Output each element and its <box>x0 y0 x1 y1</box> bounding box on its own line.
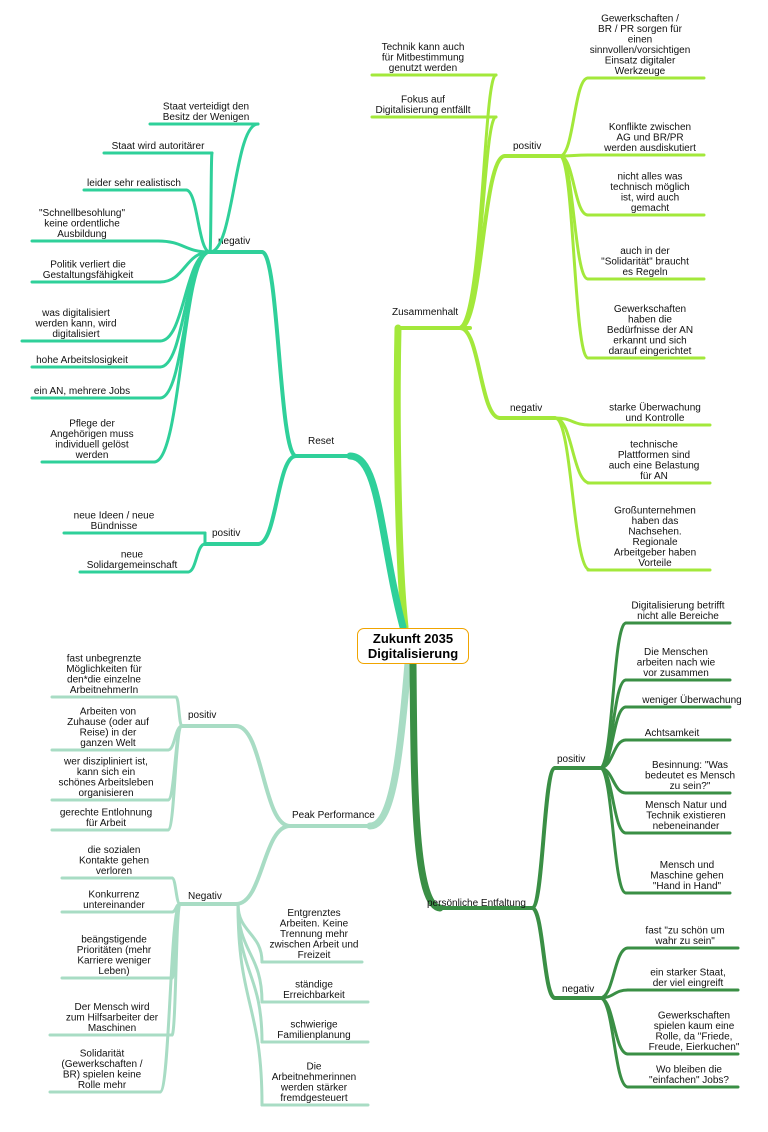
entfaltung-negativ-leaf-connector-1 <box>598 988 630 1000</box>
central-topic[interactable]: Zukunft 2035 Digitalisierung <box>357 628 469 664</box>
reset-negativ-leaf-connector-1 <box>208 151 214 254</box>
entfaltung-negativ-label: negativ <box>562 984 594 995</box>
zusammenhalt-negativ-leaf-connector-1 <box>553 416 592 485</box>
reset-negativ-leaf-7-text: ein AN, mehrere Jobs <box>34 386 130 397</box>
branch-peak-label: Peak Performance <box>292 810 375 821</box>
peak-positiv-leaf-connector-3 <box>166 724 184 832</box>
zusammenhalt-negativ-connector <box>458 326 502 420</box>
zusammenhalt-direct-connector-1 <box>456 115 498 330</box>
entfaltung-positiv-label: positiv <box>557 754 585 765</box>
reset-negativ-leaf-6-text: hohe Arbeitslosigkeit <box>36 355 128 366</box>
reset-negativ-leaf-connector-2 <box>184 188 212 254</box>
branch-zusammenhalt-connector <box>393 324 409 631</box>
peak-positiv-connector <box>234 724 292 828</box>
zusammenhalt-positiv-connector <box>458 154 507 330</box>
entfaltung-positiv-leaf-3-text: Achtsamkeit <box>645 728 700 739</box>
zusammenhalt-positiv-leaf-connector-4 <box>558 154 590 360</box>
branch-zusammenhalt-label: Zusammenhalt <box>392 307 458 318</box>
reset-negativ-leaf-1-text: Staat wird autoritärer <box>112 141 205 152</box>
zusammenhalt-negativ-label: negativ <box>510 403 542 414</box>
peak-negativ-leaf-connector-3 <box>170 902 182 1037</box>
peak-negativ-leaf-connector-4 <box>158 902 182 1094</box>
central-topic-line-2: Digitalisierung <box>367 646 459 661</box>
peak-positiv-label: positiv <box>188 710 216 721</box>
central-topic-line-1: Zukunft 2035 <box>372 631 454 646</box>
reset-negativ-leaf-2-text: leider sehr realistisch <box>87 178 181 189</box>
branch-entfaltung-label: persönliche Entfaltung <box>427 898 526 909</box>
reset-negativ-label: negativ <box>218 236 250 247</box>
branch-reset-label: Reset <box>308 436 334 447</box>
peak-negativ-connector <box>234 824 292 906</box>
entfaltung-negativ-connector <box>530 906 557 1000</box>
peak-direct-connector-3 <box>236 902 264 1107</box>
zusammenhalt-positiv-label: positiv <box>513 141 541 152</box>
zusammenhalt-negativ-leaf-connector-2 <box>553 416 592 572</box>
reset-negativ-leaf-connector-8 <box>152 250 212 464</box>
reset-negativ-leaf-connector-0 <box>208 122 260 254</box>
entfaltung-negativ-leaf-connector-3 <box>598 996 630 1089</box>
reset-positiv-label: positiv <box>212 528 240 539</box>
entfaltung-positiv-leaf-2-text: weniger Überwachung <box>641 694 742 706</box>
entfaltung-positiv-leaf-connector-6 <box>598 766 628 895</box>
reset-negativ-connector <box>260 250 298 458</box>
peak-negativ-leaf-connector-0 <box>170 876 182 906</box>
entfaltung-negativ-leaf-3-text: Wo bleiben die"einfachen" Jobs? <box>649 1065 729 1087</box>
peak-positiv-leaf-connector-0 <box>174 695 184 728</box>
branch-peak-connector <box>366 659 412 830</box>
branch-entfaltung-connector <box>409 659 444 912</box>
zusammenhalt-positiv-leaf-connector-1 <box>558 153 590 158</box>
entfaltung-positiv-connector <box>530 766 557 910</box>
reset-positiv-leaf-connector-1 <box>186 542 207 574</box>
peak-negativ-leaf-4-text: Solidarität(Gewerkschaften /BR) spielen … <box>61 1049 142 1092</box>
entfaltung-positiv-leaf-connector-0 <box>598 621 628 770</box>
peak-negativ-label: Negativ <box>188 891 222 902</box>
zusammenhalt-positiv-leaf-connector-0 <box>558 76 590 158</box>
branch-reset-connector <box>346 452 407 631</box>
entfaltung-negativ-leaf-1-text: ein starker Staat,der viel eingreift <box>650 968 726 990</box>
reset-positiv-connector <box>256 454 298 546</box>
